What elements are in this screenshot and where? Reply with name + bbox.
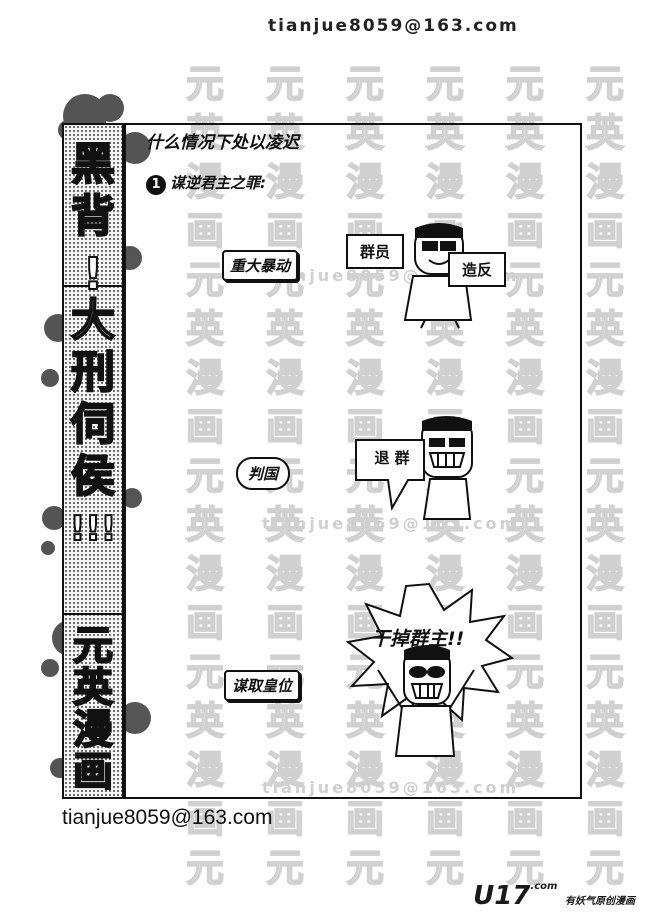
logo-name: U17 bbox=[473, 881, 531, 911]
comic-heading: 什么情况下处以凌迟 bbox=[146, 133, 299, 153]
label-riot: 重大暴动 bbox=[222, 250, 299, 281]
watermark-char: 画 bbox=[425, 796, 465, 842]
sign-quit-group: 退 群 bbox=[374, 449, 410, 467]
email-header: tianjue8059@163.com bbox=[268, 16, 519, 36]
watermark-char: 元 bbox=[585, 61, 625, 107]
watermark-char: 元 bbox=[265, 61, 305, 107]
label-usurp-throne: 谋取皇位 bbox=[224, 670, 301, 701]
u17-logo: U17.com 有妖气原创漫画 bbox=[473, 881, 635, 911]
watermark-char: 画 bbox=[505, 796, 545, 842]
character-cheering bbox=[377, 645, 475, 757]
watermark-char: 画 bbox=[345, 796, 385, 842]
sign-member: 群员 bbox=[346, 234, 404, 269]
watermark-char: 元 bbox=[345, 845, 385, 891]
side-title-strip: 黑 背 ! 大 刑 伺 侯 !!! 元 英 漫 画 bbox=[62, 123, 124, 799]
email-footer: tianjue8059@163.com bbox=[62, 806, 273, 829]
watermark-email: tianjue8059@163.com bbox=[262, 778, 520, 797]
logo-tagline: 有妖气原创漫画 bbox=[565, 896, 635, 907]
burst-text: 干掉群主!! bbox=[371, 628, 465, 650]
sign-rebel: 造反 bbox=[448, 252, 506, 287]
watermark-char: 元 bbox=[345, 61, 385, 107]
watermark-char: 元 bbox=[505, 61, 545, 107]
chapter-title: 大 刑 伺 侯 !!! bbox=[69, 294, 118, 550]
brand-title: 元 英 漫 画 bbox=[72, 623, 114, 795]
comic-panel-frame bbox=[124, 123, 582, 799]
watermark-char: 元 bbox=[425, 61, 465, 107]
watermark-char: 元 bbox=[185, 845, 225, 891]
point-text: 谋逆君主之罪: bbox=[170, 174, 266, 192]
series-title: 黑 背 ! bbox=[70, 138, 116, 301]
watermark-char: 画 bbox=[585, 796, 625, 842]
logo-domain: .com bbox=[530, 881, 558, 892]
point-number: 1 bbox=[146, 175, 166, 195]
watermark-char: 元 bbox=[265, 845, 305, 891]
label-treason: 判国 bbox=[236, 457, 291, 490]
watermark-char: 元 bbox=[185, 61, 225, 107]
arrow-sign-shape bbox=[355, 439, 425, 512]
